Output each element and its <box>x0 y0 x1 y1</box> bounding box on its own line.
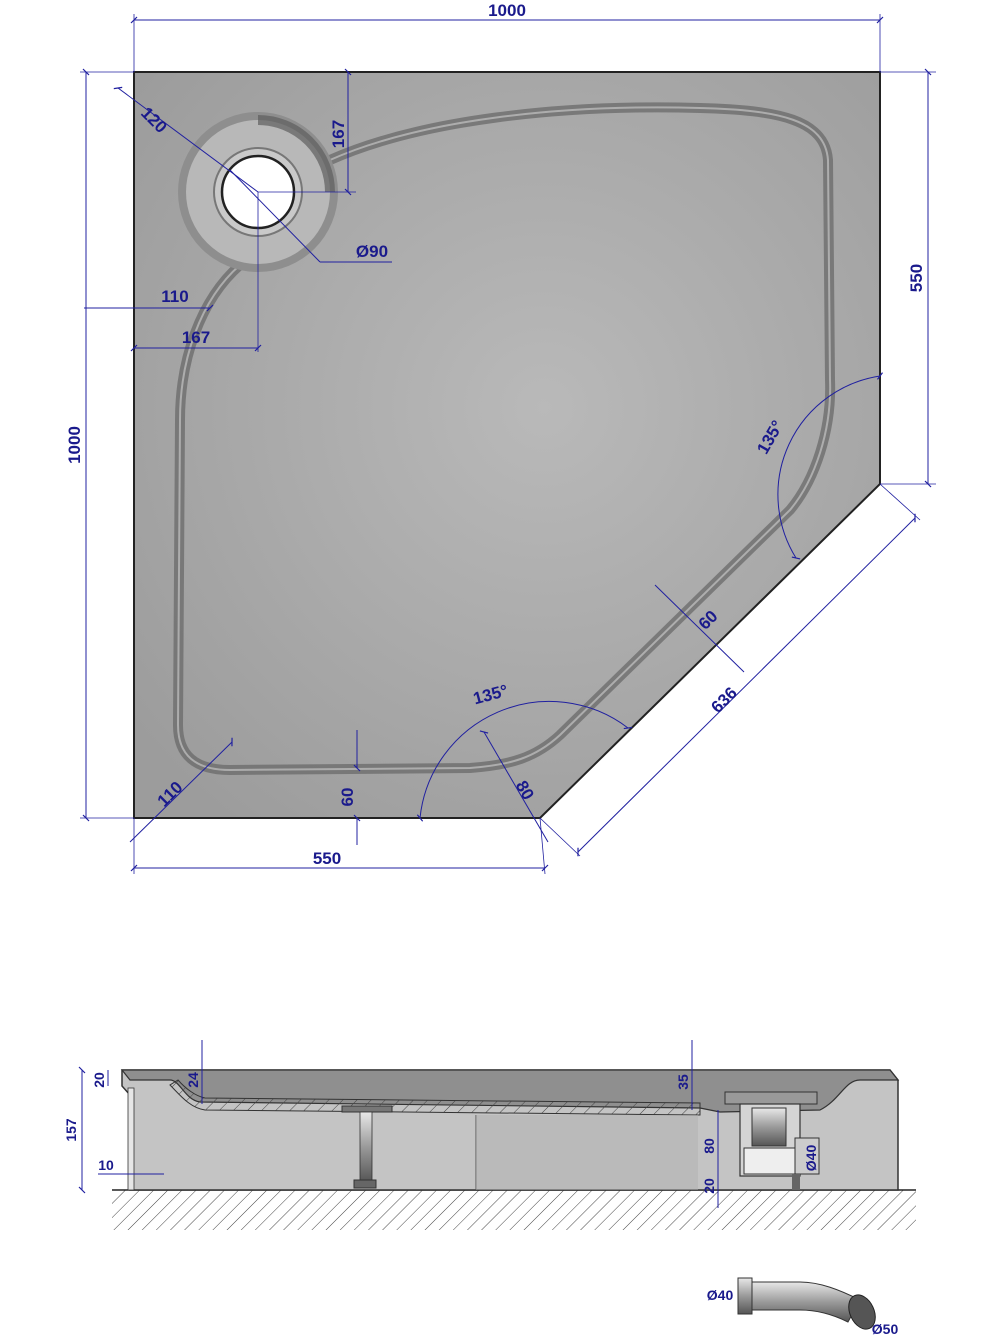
dim-overall-width: 1000 <box>488 1 526 20</box>
dim-trap-height: 80 <box>701 1138 717 1154</box>
dim-depth-left: 24 <box>185 1072 201 1088</box>
dim-waste-offset-inner: 110 <box>161 287 188 306</box>
top-view: 1000 1000 550 550 636 110 167 167 <box>65 1 936 875</box>
dim-bottom-side: 550 <box>313 849 341 868</box>
dim-waste-offset-y: 167 <box>329 120 348 148</box>
waste-trap <box>724 1091 820 1190</box>
bent-pipe <box>737 1277 876 1330</box>
dim-trap-diameter: Ø40 <box>803 1145 819 1172</box>
dim-depth-right: 35 <box>675 1074 691 1090</box>
dim-waste-offset-outer: 167 <box>182 328 210 347</box>
dim-floor-offset: 10 <box>98 1157 114 1173</box>
dim-pipe-inlet: Ø40 <box>707 1287 734 1303</box>
dim-diagonal: 636 <box>707 683 740 716</box>
support-leg <box>341 1105 393 1189</box>
dim-rim-height: 20 <box>91 1072 107 1088</box>
dim-pipe-outlet: Ø50 <box>872 1321 899 1337</box>
dim-right-side: 550 <box>907 264 926 292</box>
floor-hatch <box>112 1190 916 1230</box>
pipe-view: Ø40 Ø50 <box>707 1277 899 1337</box>
dim-overall-depth: 1000 <box>65 426 84 464</box>
dim-trap-floor: 20 <box>701 1178 717 1194</box>
section-view: 20 157 10 24 35 80 20 Ø40 <box>63 1040 916 1230</box>
dim-total-height: 157 <box>63 1118 79 1142</box>
dim-rim-bottom: 60 <box>338 788 357 807</box>
dim-waste-diameter: Ø90 <box>356 242 388 261</box>
